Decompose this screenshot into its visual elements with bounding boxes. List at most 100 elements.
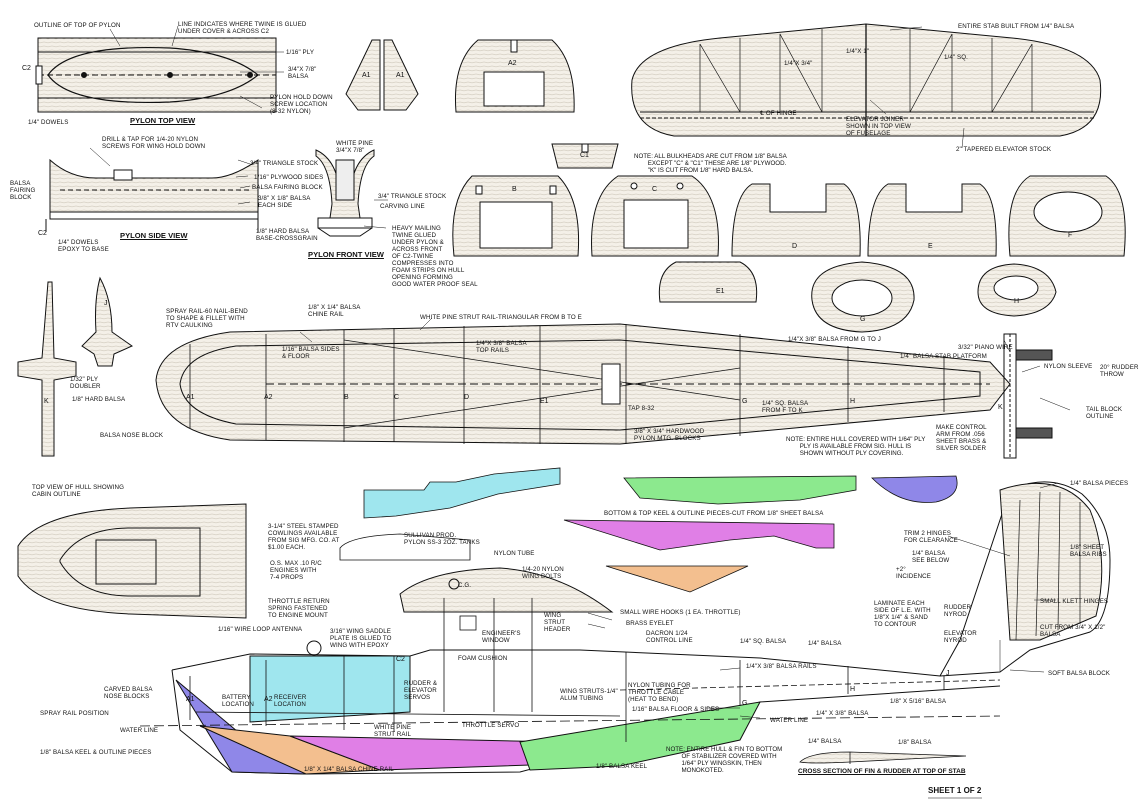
label-throttle-spring: THROTTLE RETURN SPRING FASTENED TO ENGIN… — [268, 598, 330, 619]
part-d: D — [792, 243, 798, 250]
label-chine-rail2: 1/8" X 1/4" BALSA CHINE RAIL — [304, 766, 394, 773]
label-water-line2: WATER LINE — [770, 717, 809, 724]
part-k: K — [44, 398, 49, 405]
label-hold-down: PYLON HOLD DOWN SCREW LOCATION (8-32 NYL… — [270, 94, 333, 115]
label-heavy-twine: HEAVY MAILING TWINE GLUED UNDER PYLON & … — [392, 225, 478, 288]
label-fairing-block: BALSA FAIRING BLOCK — [252, 184, 323, 191]
part-g: G — [860, 316, 866, 323]
label-keel-pieces: 1/8" BALSA KEEL & OUTLINE PIECES — [40, 749, 152, 756]
label-balsa-each: 3/8" X 1/8" BALSA EACH SIDE — [258, 195, 311, 209]
pylon-side-view — [45, 158, 259, 232]
part-g-side: G — [742, 700, 748, 707]
label-dacron: DACRON 1/24 CONTROL LINE — [646, 630, 693, 644]
part-e1-hull: E1 — [540, 398, 549, 405]
pylon-top-view — [35, 37, 277, 113]
label-hard-balsa-base: 1/8" HARD BALSA BASE-CROSSGRAIN — [256, 228, 318, 242]
label-stab-14sq: 1/4" SQ. — [944, 54, 968, 61]
keel-pieces — [363, 467, 958, 593]
part-j: J — [104, 300, 108, 307]
label-stab-14x34: 1/4"X 3/4" — [784, 60, 813, 67]
label-elev-joiner: ELEVATOR JOINER SHOWN IN TOP VIEW OF FUS… — [846, 116, 911, 137]
part-c1: C1 — [580, 152, 589, 159]
bulkhead-a1-pair — [345, 39, 419, 111]
label-c2-side: C2 — [38, 230, 47, 237]
label-spray-pos: SPRAY RAIL POSITION — [40, 710, 109, 717]
part-g-hull: G — [742, 398, 748, 405]
label-foam-cushion: FOAM CUSHION — [458, 655, 508, 662]
label-rudder-nyrod: RUDDER NYROD — [944, 604, 972, 618]
label-tapered-stock: 2" TAPERED ELEVATOR STOCK — [956, 146, 1052, 153]
bulkhead-c1 — [551, 143, 619, 169]
label-laminate: LAMINATE EACH SIDE OF L.E. WITH 1/8"X 1/… — [874, 600, 931, 628]
note-fin-cover: NOTE: ENTIRE HULL & FIN TO BOTTOM OF STA… — [666, 746, 783, 774]
label-balsa-gj: 1/4"X 3/8" BALSA FROM G TO J — [788, 336, 881, 343]
bulkhead-a2 — [455, 39, 575, 113]
label-sq-fk: 1/4" SQ. BALSA FROM F TO K — [762, 400, 809, 414]
part-b-hull: B — [344, 394, 349, 401]
label-brass-eyelet: BRASS EYELET — [626, 620, 674, 627]
label-stab-14x1: 1/4"X 1" — [846, 48, 870, 55]
part-a1-side: A1 — [186, 696, 195, 703]
label-battery: BATTERY LOCATION — [222, 694, 254, 708]
label-nylon-sleeve: NYLON SLEEVE — [1044, 363, 1093, 370]
label-twine-line: LINE INDICATES WHERE TWINE IS GLUED UNDE… — [178, 21, 307, 35]
label-keel-outline: BOTTOM & TOP KEEL & OUTLINE PIECES-CUT F… — [604, 510, 824, 517]
label-mtg-blocks: 3/8" X 3/4" HARDWOOD PYLON MTG. BLOCKS — [634, 428, 705, 442]
label-chine-rail: 1/8" X 1/4" BALSA CHINE RAIL — [308, 304, 361, 318]
label-trim-hinges: TRIM 2 HINGES FOR CLEARANCE — [904, 530, 958, 544]
part-h-hull: H — [850, 398, 856, 405]
label-tail-block: TAIL BLOCK OUTLINE — [1086, 406, 1123, 420]
label-pylon-tanks: SULLIVAN PROD. PYLON SS-3 2OZ. TANKS — [404, 532, 480, 546]
label-tri-stock2: 3/4" TRIANGLE STOCK — [378, 193, 447, 200]
label-ply-116: 1/16" PLY — [286, 49, 315, 56]
label-hinge: ℄ OF HINGE — [760, 110, 797, 117]
bulkhead-row — [452, 175, 1126, 333]
label-dowels-epoxy: 1/4" DOWELS EPOXY TO BASE — [58, 239, 109, 253]
label-balsa-316: 1/8" X 5/16" BALSA — [890, 698, 947, 705]
label-cs-14: 1/4" BALSA — [808, 738, 842, 745]
label-throttle-servo: THROTTLE SERVO — [462, 722, 520, 729]
title-pylon-side: PYLON SIDE VIEW — [120, 231, 188, 240]
note-bulkheads: NOTE: ALL BULKHEADS ARE CUT FROM 1/8" BA… — [634, 153, 787, 174]
label-eng-window: ENGINEER'S WINDOW — [482, 630, 521, 644]
label-elev-nyrod: ELEVATOR NYROD — [944, 630, 977, 644]
part-a2: A2 — [508, 60, 517, 67]
hull-top-view — [155, 323, 1053, 459]
part-e: E — [928, 243, 933, 250]
label-cs-18: 1/8" BALSA — [898, 739, 932, 746]
label-carving-line: CARVING LINE — [380, 203, 425, 210]
label-rudder-throw: 20° RUDDER THROW — [1100, 364, 1139, 378]
label-control-arm: MAKE CONTROL ARM FROM .056 SHEET BRASS &… — [936, 424, 987, 452]
label-balsa-fairing: BALSA FAIRING BLOCK — [10, 180, 36, 201]
part-h: H — [1014, 298, 1020, 305]
label-balsa-38b: 1/4" X 3/8" BALSA — [816, 710, 869, 717]
label-floor-sides: 1/16" BALSA FLOOR & SIDES — [632, 706, 720, 713]
part-a1-hull: A1 — [186, 394, 195, 401]
label-stab-platform: 1/4" BALSA STAB PLATFORM — [900, 353, 987, 360]
label-sides-floor: 1/16" BALSA SIDES & FLOOR — [282, 346, 340, 360]
title-top-hull-cabin: TOP VIEW OF HULL SHOWING CABIN OUTLINE — [32, 484, 125, 498]
label-ply-doubler: 1/32" PLY DOUBLER — [70, 376, 101, 390]
label-outline-pylon: OUTLINE OF TOP OF PYLON — [34, 22, 121, 29]
label-see-below: 1/4" BALSA SEE BELOW — [912, 550, 950, 564]
label-receiver: RECEIVER LOCATION — [274, 694, 307, 708]
part-a2-hull: A2 — [264, 394, 273, 401]
part-b: B — [512, 186, 517, 193]
label-struts-alum: WING STRUTS-1/4" ALUM TUBING — [560, 688, 618, 702]
title-pylon-top: PYLON TOP VIEW — [130, 116, 196, 125]
part-h-side: H — [850, 686, 856, 693]
label-stab-built: ENTIRE STAB BUILT FROM 1/4" BALSA — [958, 23, 1075, 30]
label-nylon-tubing: NYLON TUBING FOR THROTTLE CABLE (HEAT TO… — [628, 682, 691, 703]
label-wire-loop: 1/16" WIRE LOOP ANTENNA — [218, 626, 303, 633]
label-nose-block: BALSA NOSE BLOCK — [100, 432, 164, 439]
part-a1-right: A1 — [396, 72, 405, 79]
label-top-rails: 1/4"X 3/8" BALSA TOP RAILS — [476, 340, 527, 354]
label-spray-rail: SPRAY RAIL-60 NAIL-BEND TO SHAPE & FILLE… — [166, 308, 248, 329]
label-cowlings: 3-1/4" STEEL STAMPED COWLINGS AVAILABLE … — [268, 523, 340, 551]
part-a2-side: A2 — [264, 696, 273, 703]
label-strut-header: WING STRUT HEADER — [544, 612, 571, 633]
label-piano-wire: 3/32" PIANO WIRE — [958, 344, 1013, 351]
part-c2-side: C2 — [396, 656, 405, 663]
